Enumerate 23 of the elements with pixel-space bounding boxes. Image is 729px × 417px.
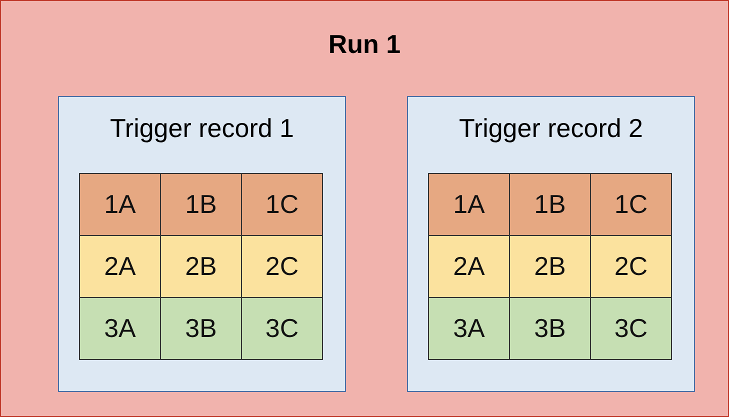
table-cell: 2B (509, 235, 591, 298)
table-cell: 2C (241, 235, 323, 298)
table-cell: 2B (160, 235, 242, 298)
table-cell: 3A (79, 297, 161, 360)
table-cell: 1C (241, 173, 323, 236)
table-cell: 2C (590, 235, 672, 298)
table-cell: 3C (241, 297, 323, 360)
table-cell: 3B (509, 297, 591, 360)
panel-title: Trigger record 1 (110, 113, 294, 144)
table-cell: 3B (160, 297, 242, 360)
table-cell: 3C (590, 297, 672, 360)
table-cell: 1A (79, 173, 161, 236)
panel-title: Trigger record 2 (459, 113, 643, 144)
table-cell: 2A (428, 235, 510, 298)
record-panel (407, 96, 695, 392)
record-panel (58, 96, 346, 392)
panel-title: Run 1 (328, 29, 401, 60)
table-cell: 1B (509, 173, 591, 236)
table-cell: 3A (428, 297, 510, 360)
table-cell: 1C (590, 173, 672, 236)
table-cell: 1A (428, 173, 510, 236)
table-cell: 1B (160, 173, 242, 236)
table-cell: 2A (79, 235, 161, 298)
